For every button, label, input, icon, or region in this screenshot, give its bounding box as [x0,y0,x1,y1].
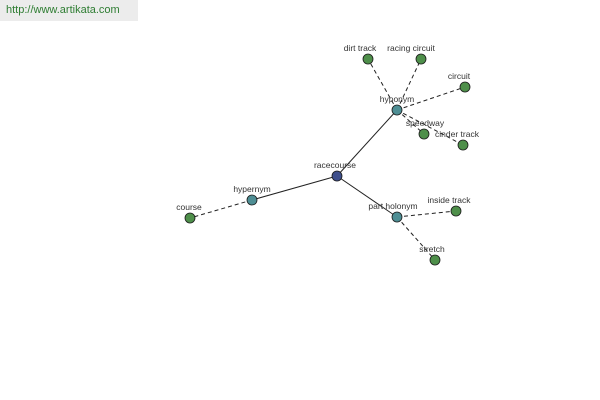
node-stretch[interactable] [429,254,441,266]
node-cinder-track[interactable] [457,139,469,151]
label-stretch: stretch [419,244,445,254]
node-center[interactable] [331,170,343,182]
watermark-link[interactable]: http://www.artikata.com [0,0,138,21]
edge-part-holonym-inside-track [396,210,457,218]
edge-center-hyponym [336,109,398,177]
edge-hyponym-racing-circuit [396,58,422,111]
label-part-holonym: part holonym [368,201,417,211]
node-hypernym[interactable] [246,194,258,206]
node-dirt-track[interactable] [362,53,374,65]
edge-center-hypernym [251,175,338,201]
edge-hyponym-circuit [396,86,466,111]
node-part-holonym[interactable] [391,211,403,223]
label-dirt-track: dirt track [344,43,377,53]
node-speedway[interactable] [418,128,430,140]
label-cinder-track: cinder track [435,129,480,139]
label-center: racecourse [314,160,356,170]
edge-part-holonym-stretch [396,216,436,261]
label-hyponym: hyponym [380,94,415,104]
node-racing-circuit[interactable] [415,53,427,65]
edge-hyponym-dirt-track [367,58,398,111]
edge-hyponym-cinder-track [396,109,464,146]
edge-hypernym-course [189,199,253,219]
label-inside-track: inside track [428,195,472,205]
node-inside-track[interactable] [450,205,462,217]
label-course: course [176,202,202,212]
label-circuit: circuit [448,71,471,81]
edge-center-part-holonym [336,175,398,218]
node-circuit[interactable] [459,81,471,93]
node-hyponym[interactable] [391,104,403,116]
label-speedway: speedway [406,118,445,128]
label-hypernym: hypernym [233,184,270,194]
edge-hyponym-speedway [396,109,425,135]
label-racing-circuit: racing circuit [387,43,435,53]
node-course[interactable] [184,212,196,224]
